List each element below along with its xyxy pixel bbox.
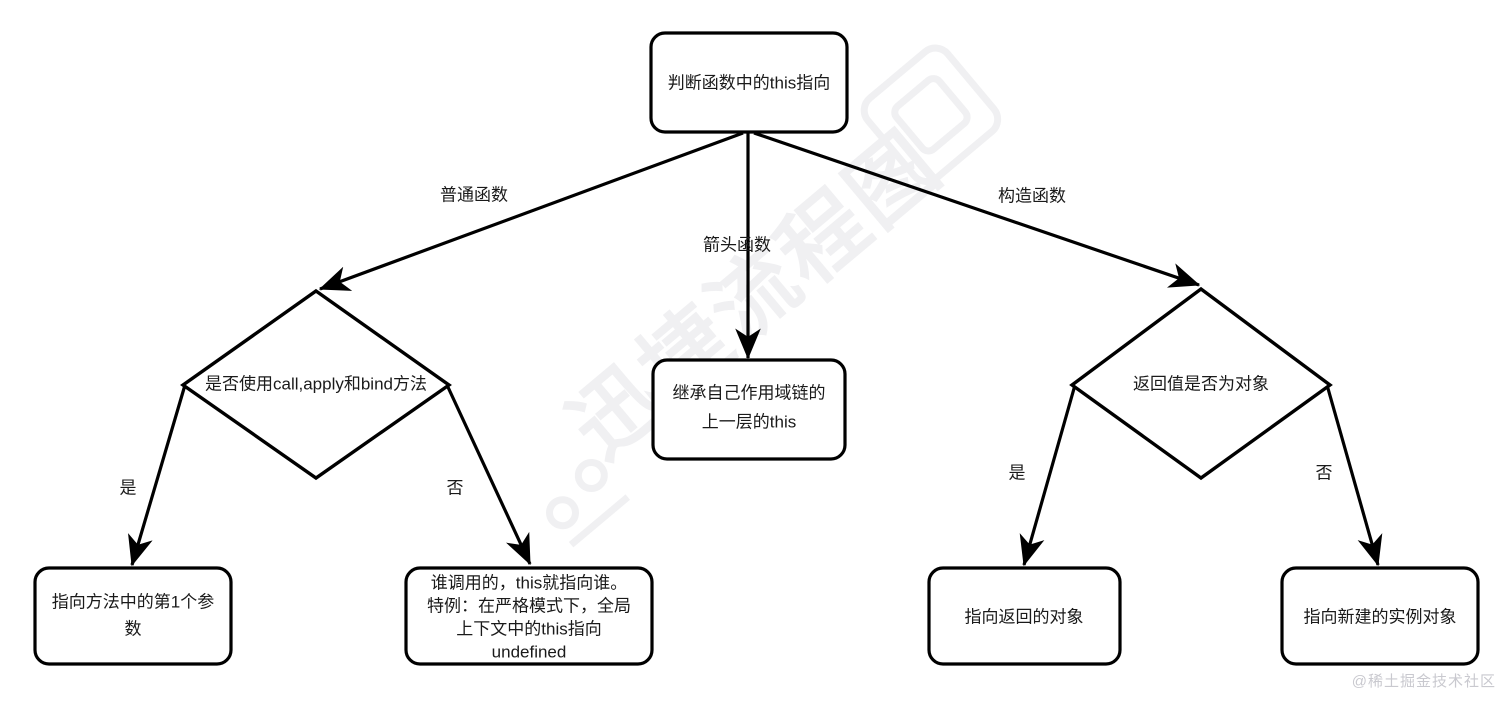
node-caller-points-line-3: 上下文中的this指向 — [456, 619, 601, 638]
node-arrow-result-line-1: 继承自己作用域链的 — [673, 383, 826, 402]
node-root[interactable]: 判断函数中的this指向 — [649, 31, 849, 134]
node-ctor-decision-shape — [1069, 286, 1333, 481]
node-arrow-result-shape — [651, 358, 847, 461]
node-ctor-decision[interactable]: 返回值是否为对象 — [1069, 286, 1333, 481]
node-new-instance[interactable]: 指向新建的实例对象 — [1280, 566, 1480, 666]
node-caller-points-line-1: 谁调用的，this就指向谁。 — [431, 573, 627, 592]
edge-root-to-ctor-decision — [753, 131, 1201, 288]
node-first-arg-line-2: 数 — [125, 619, 142, 638]
corner-watermark: @稀土掘金技术社区 — [1351, 673, 1496, 690]
node-caller-points[interactable]: 谁调用的，this就指向谁。 特例：在严格模式下，全局 上下文中的this指向 … — [404, 566, 654, 666]
node-caller-points-line-2: 特例：在严格模式下，全局 — [427, 596, 631, 615]
edge-ctor-yes-to-returned-object — [1019, 384, 1077, 567]
node-root-label: 判断函数中的this指向 — [668, 73, 830, 92]
node-arrow-result-line-2: 上一层的this — [702, 412, 796, 431]
edge-label-right-no: 否 — [1316, 463, 1333, 482]
node-ordinary-decision-label: 是否使用call,apply和bind方法 — [205, 373, 427, 393]
node-arrow-result[interactable]: 继承自己作用域链的 上一层的this — [651, 358, 847, 461]
edge-label-constructor-function: 构造函数 — [998, 186, 1066, 205]
node-ordinary-decision[interactable]: 是否使用call,apply和bind方法 — [180, 288, 452, 481]
watermark-dots-icon — [546, 458, 631, 548]
edge-ordinary-no-to-caller-points — [445, 384, 532, 566]
node-first-arg-shape — [33, 566, 233, 666]
edge-root-to-ordinary-decision — [318, 131, 744, 291]
node-first-arg-line-1: 指向方法中的第1个参 — [52, 592, 214, 611]
node-first-arg[interactable]: 指向方法中的第1个参 数 — [33, 566, 233, 666]
node-caller-points-line-4: undefined — [492, 642, 567, 661]
edge-label-left-yes: 是 — [120, 478, 137, 497]
edge-ordinary-yes-to-first-arg — [128, 384, 187, 567]
edge-label-arrow-function: 箭头函数 — [703, 235, 771, 254]
edge-ctor-no-to-new-instance — [1325, 384, 1383, 567]
node-returned-object-shape — [927, 566, 1122, 666]
node-returned-object-label: 指向返回的对象 — [965, 607, 1084, 626]
node-root-shape — [649, 31, 849, 134]
node-caller-points-shape — [404, 566, 654, 666]
node-new-instance-label: 指向新建的实例对象 — [1304, 607, 1457, 626]
edge-label-ordinary-function: 普通函数 — [440, 185, 508, 204]
node-ordinary-decision-shape — [180, 288, 452, 481]
watermark-logo-icon — [860, 44, 1002, 186]
node-returned-object[interactable]: 指向返回的对象 — [927, 566, 1122, 666]
edge-label-left-no: 否 — [447, 478, 464, 497]
edge-label-right-yes: 是 — [1009, 463, 1026, 482]
node-ctor-decision-label: 返回值是否为对象 — [1133, 374, 1269, 393]
node-new-instance-shape — [1280, 566, 1480, 666]
